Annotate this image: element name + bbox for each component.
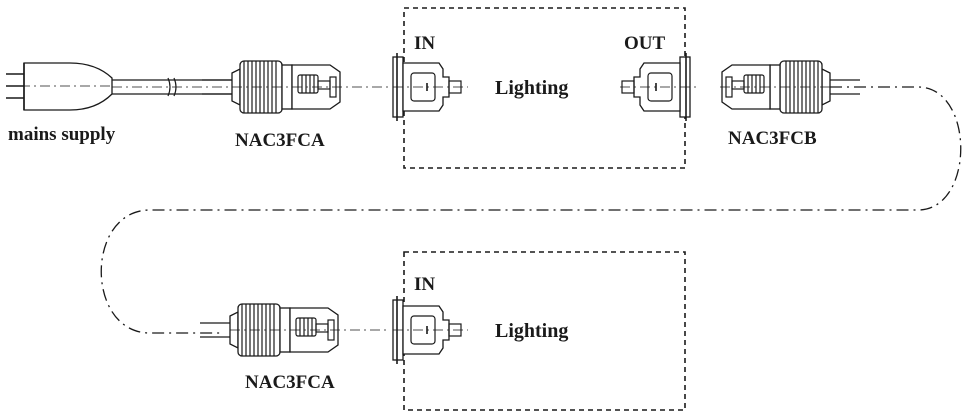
lighting-box-bottom [403, 251, 686, 411]
out-top-label: OUT [624, 33, 666, 54]
mains-cable [112, 77, 232, 97]
lighting-top-label: Lighting [495, 77, 569, 99]
nac3fca-top-label: NAC3FCA [235, 130, 325, 151]
mains-plug-icon [6, 62, 113, 111]
mains-supply-label: mains supply [8, 124, 116, 145]
in-top-label: IN [414, 33, 436, 54]
nac3fcb-label: NAC3FCB [728, 128, 817, 149]
nac3fca-bottom-label: NAC3FCA [245, 372, 335, 393]
lighting-bottom-label: Lighting [495, 320, 569, 342]
link-cable [100, 86, 962, 334]
in-bottom-label: IN [414, 274, 436, 295]
